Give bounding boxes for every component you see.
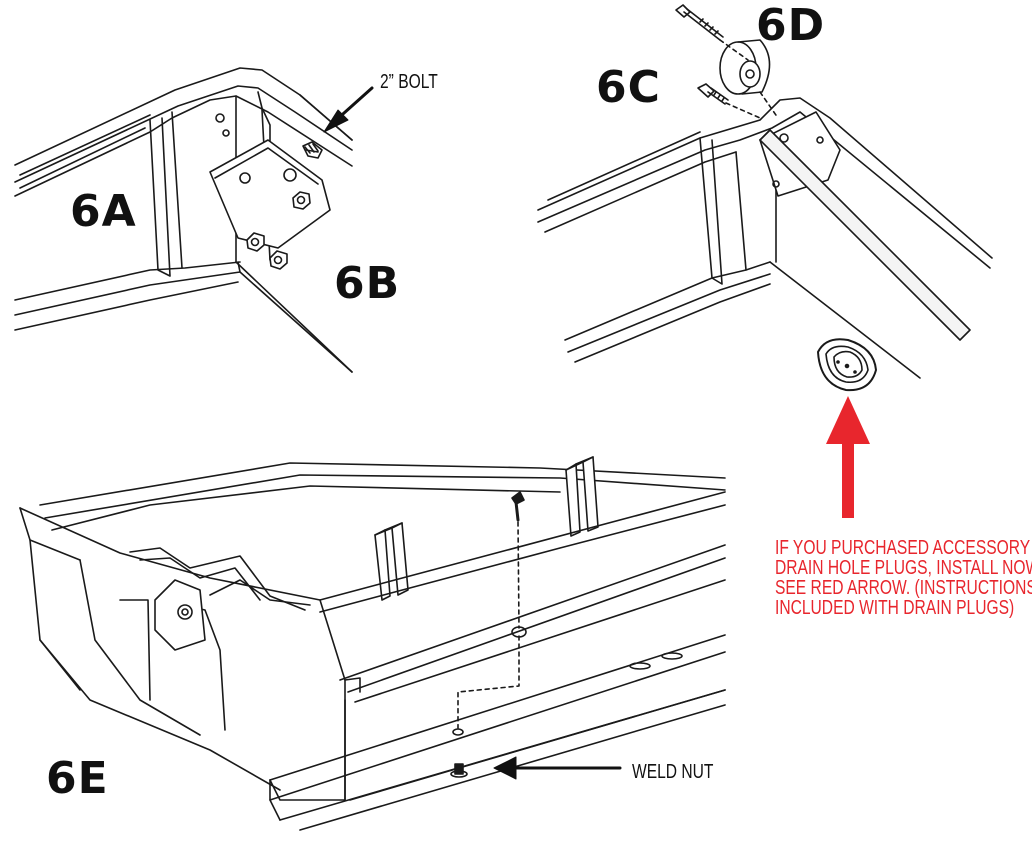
drain-plug-note: IF YOU PURCHASED ACCESSORY DRAIN HOLE PL… [775, 537, 1032, 619]
note-line-1: IF YOU PURCHASED ACCESSORY [775, 537, 1031, 559]
drain-plug [817, 338, 877, 392]
step-label-6d: 6D [756, 0, 826, 51]
divider-right [565, 456, 599, 537]
weld-nut-callout-label: WELD NUT [632, 761, 714, 783]
note-line-4: INCLUDED WITH DRAIN PLUGS) [775, 597, 1015, 619]
drain-plug-red-arrow [826, 396, 870, 518]
panel-6e-drawing [19, 456, 726, 831]
note-line-2: DRAIN HOLE PLUGS, INSTALL NOW. [775, 557, 1032, 579]
nut-upper [292, 191, 311, 210]
bolt-2in [302, 141, 323, 159]
divider-left [374, 522, 409, 601]
step-label-6c: 6C [596, 62, 661, 113]
bolt-callout-label: 2” BOLT [380, 71, 438, 93]
step-label-6a: 6A [70, 186, 137, 237]
panel-6c-6d-drawing [537, 4, 993, 392]
long-bolt [675, 4, 724, 41]
bumper-wheel [719, 39, 771, 95]
short-bolt [697, 83, 729, 105]
support-rod [759, 129, 971, 341]
panel-6a-6b-drawing [14, 67, 353, 373]
nut-left [246, 232, 265, 252]
nut-lower [269, 250, 288, 270]
note-line-3: SEE RED ARROW. (INSTRUCTIONS ARE [775, 577, 1032, 599]
weld-nut-callout-arrow [493, 756, 622, 780]
screw [511, 491, 525, 522]
step-label-6b: 6B [334, 258, 401, 309]
weld-nut [450, 763, 468, 778]
step-label-6e: 6E [46, 753, 109, 804]
bolt-callout-arrow [323, 86, 374, 133]
